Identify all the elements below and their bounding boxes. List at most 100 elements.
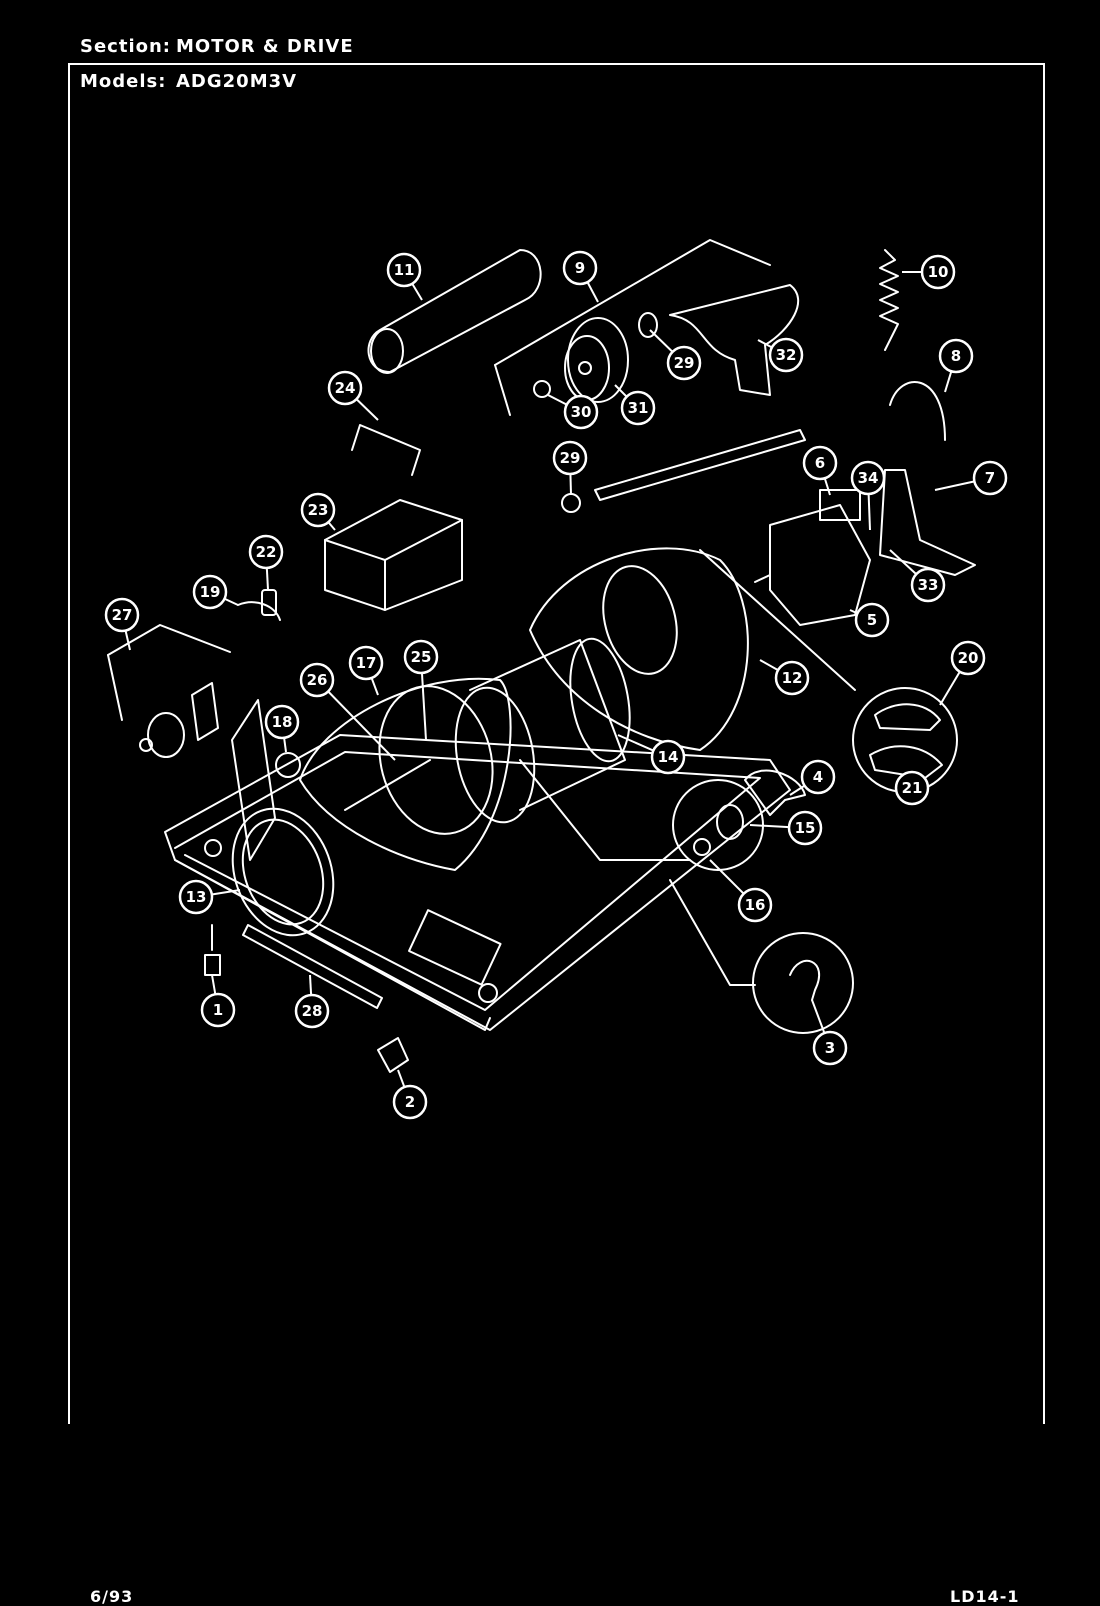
felt-block-edge (324, 539, 386, 561)
callout-24: 24 (335, 379, 356, 397)
callout-9: 9 (575, 259, 585, 277)
felt-block (324, 499, 463, 611)
housing-rod (344, 759, 431, 811)
roller-washer (139, 738, 153, 752)
strap-28 (242, 924, 383, 1009)
base-foot (478, 983, 498, 1003)
callout-30: 30 (571, 403, 592, 421)
section-label: Section: (80, 36, 171, 57)
rear-housing-opening (602, 565, 678, 675)
belt-line (494, 239, 771, 366)
callout-28: 28 (302, 1002, 323, 1020)
callout-5: 5 (867, 611, 877, 629)
washer-16 (693, 838, 711, 856)
callout-1: 1 (213, 1001, 223, 1019)
idler-bracket (231, 699, 276, 861)
callout-11: 11 (394, 261, 415, 279)
detail-line-15-16 (519, 759, 691, 861)
footer-page-code: LD14-1 (950, 1587, 1020, 1606)
bearing-15 (716, 804, 744, 840)
idler-pulley (567, 317, 629, 403)
callout-33: 33 (918, 576, 939, 594)
header-section: Section:MOTOR & DRIVE (80, 36, 354, 57)
roller-bracket-line (107, 624, 231, 656)
blower-wheel-front (454, 686, 536, 824)
drive-shaft (367, 249, 542, 373)
callout-19: 19 (200, 583, 221, 601)
detail-circle-3 (752, 932, 854, 1034)
callout-20: 20 (958, 649, 979, 667)
support-ring-inner (241, 818, 325, 926)
callout-7: 7 (985, 469, 995, 487)
callout-3: 3 (825, 1039, 835, 1057)
inner-frame (68, 63, 1045, 1424)
detail-line-20-21 (699, 549, 856, 691)
callout-31: 31 (628, 399, 649, 417)
glide-20 (874, 703, 941, 731)
motor-mount (879, 469, 976, 576)
leveling-leg (204, 924, 221, 976)
washer-29a (638, 312, 658, 338)
pad-22 (261, 589, 277, 616)
base-pan (164, 734, 791, 1031)
idler-pulley-face (564, 335, 610, 401)
callout-32: 32 (776, 346, 797, 364)
callout-18: 18 (272, 713, 293, 731)
motor-strap (889, 381, 946, 441)
callout-27: 27 (112, 606, 133, 624)
pivot-rod (594, 429, 806, 501)
callout-25: 25 (411, 648, 432, 666)
idler-pulley-hub (578, 361, 592, 375)
callout-markers (104, 250, 1008, 1120)
clip-3 (789, 959, 821, 1001)
mount-bracket-24 (351, 424, 421, 476)
base-foot-left (204, 839, 222, 857)
callout-10: 10 (928, 263, 949, 281)
footer-date: 6/93 (90, 1587, 134, 1606)
detail-line-3 (669, 879, 756, 986)
base-cutout (408, 909, 502, 986)
header-models: Models:ADG20M3V (80, 71, 297, 92)
shim-19 (237, 601, 281, 621)
callout-12: 12 (782, 669, 803, 687)
belt-line-lower (494, 364, 511, 416)
roller-bracket-drop (107, 654, 123, 721)
base-pan-inner (174, 751, 761, 1011)
roller-wheel (147, 712, 185, 758)
idler-arm (669, 284, 800, 396)
drive-motor (769, 504, 871, 626)
callout-17: 17 (356, 654, 377, 672)
callout-29b: 29 (560, 449, 581, 467)
callout-21: 21 (902, 779, 923, 797)
parts-artwork (107, 239, 976, 1073)
drive-shaft-end (370, 328, 404, 374)
rear-blower-housing (529, 547, 749, 751)
tension-spring (879, 249, 899, 351)
motor-switch (819, 489, 861, 521)
blower-wheel-body (469, 639, 626, 811)
section-value: MOTOR & DRIVE (176, 36, 354, 57)
callout-15: 15 (795, 819, 816, 837)
front-blower-housing (299, 677, 512, 871)
callout-14: 14 (658, 748, 679, 766)
outer-frame (68, 63, 1045, 1424)
models-value: ADG20M3V (176, 71, 298, 92)
bracket-4 (744, 769, 806, 816)
callout-2: 2 (405, 1093, 415, 1111)
glide-21 (869, 745, 943, 779)
callout-labels: 1 2 3 4 5 6 7 8 9 10 11 12 13 14 15 16 1… (112, 259, 996, 1111)
callout-26: 26 (307, 671, 328, 689)
callout-23: 23 (308, 501, 329, 519)
callout-4: 4 (813, 768, 823, 786)
roller-mount (191, 682, 219, 741)
callout-29a: 29 (674, 354, 695, 372)
front-housing-opening (378, 685, 494, 835)
bearing-30 (533, 380, 551, 398)
clip-2 (377, 1037, 409, 1073)
callout-13: 13 (186, 888, 207, 906)
callout-6: 6 (815, 454, 825, 472)
exploded-parts-diagram: 1 2 3 4 5 6 7 8 9 10 11 12 13 14 15 16 1… (68, 63, 1045, 1424)
felt-block-edge-2 (384, 519, 463, 561)
motor-shaft (754, 574, 771, 583)
support-ring (231, 807, 335, 937)
